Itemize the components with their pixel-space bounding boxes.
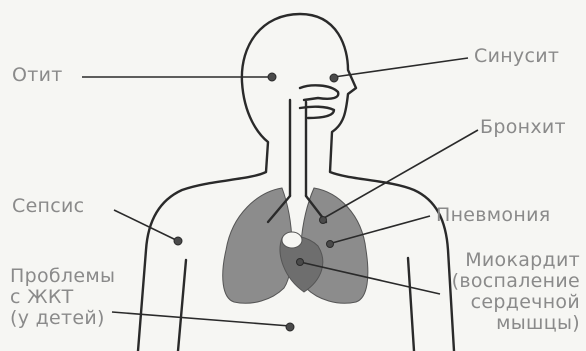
gkt-line-3: (у детей) xyxy=(10,308,115,329)
body-outline xyxy=(138,14,454,351)
label-otit: Отит xyxy=(12,65,63,86)
sinusit-leader xyxy=(334,58,468,77)
miokardit-line-4: мышцы) xyxy=(432,313,580,334)
gkt-line-2: с ЖКТ xyxy=(10,287,115,308)
sepsis-leader xyxy=(114,210,176,240)
bronhit-marker xyxy=(320,217,327,224)
sepsis-marker xyxy=(174,237,182,245)
right-arm-line xyxy=(408,258,414,351)
gkt-marker xyxy=(286,323,294,331)
label-miokardit: Миокардит (воспаление сердечной мышцы) xyxy=(432,250,580,334)
label-sepsis: Сепсис xyxy=(12,196,84,217)
pnevmoniya-marker xyxy=(327,241,334,248)
label-bronhit: Бронхит xyxy=(480,117,566,138)
miokardit-line-1: Миокардит xyxy=(432,250,580,271)
miokardit-line-3: сердечной xyxy=(432,292,580,313)
label-pnevmoniya: Пневмония xyxy=(436,205,550,226)
otit-marker xyxy=(268,73,276,81)
miokardit-marker xyxy=(297,259,304,266)
left-arm-line xyxy=(178,260,186,351)
gkt-leader xyxy=(112,312,290,326)
nasal-cavity xyxy=(300,85,338,100)
label-gkt: Проблемы с ЖКТ (у детей) xyxy=(10,266,115,329)
trachea xyxy=(290,100,306,196)
miokardit-line-2: (воспаление xyxy=(432,271,580,292)
gkt-line-1: Проблемы xyxy=(10,266,115,287)
label-sinusit: Синусит xyxy=(474,46,559,67)
sinusit-marker xyxy=(330,74,338,82)
heart-chamber xyxy=(282,232,302,248)
